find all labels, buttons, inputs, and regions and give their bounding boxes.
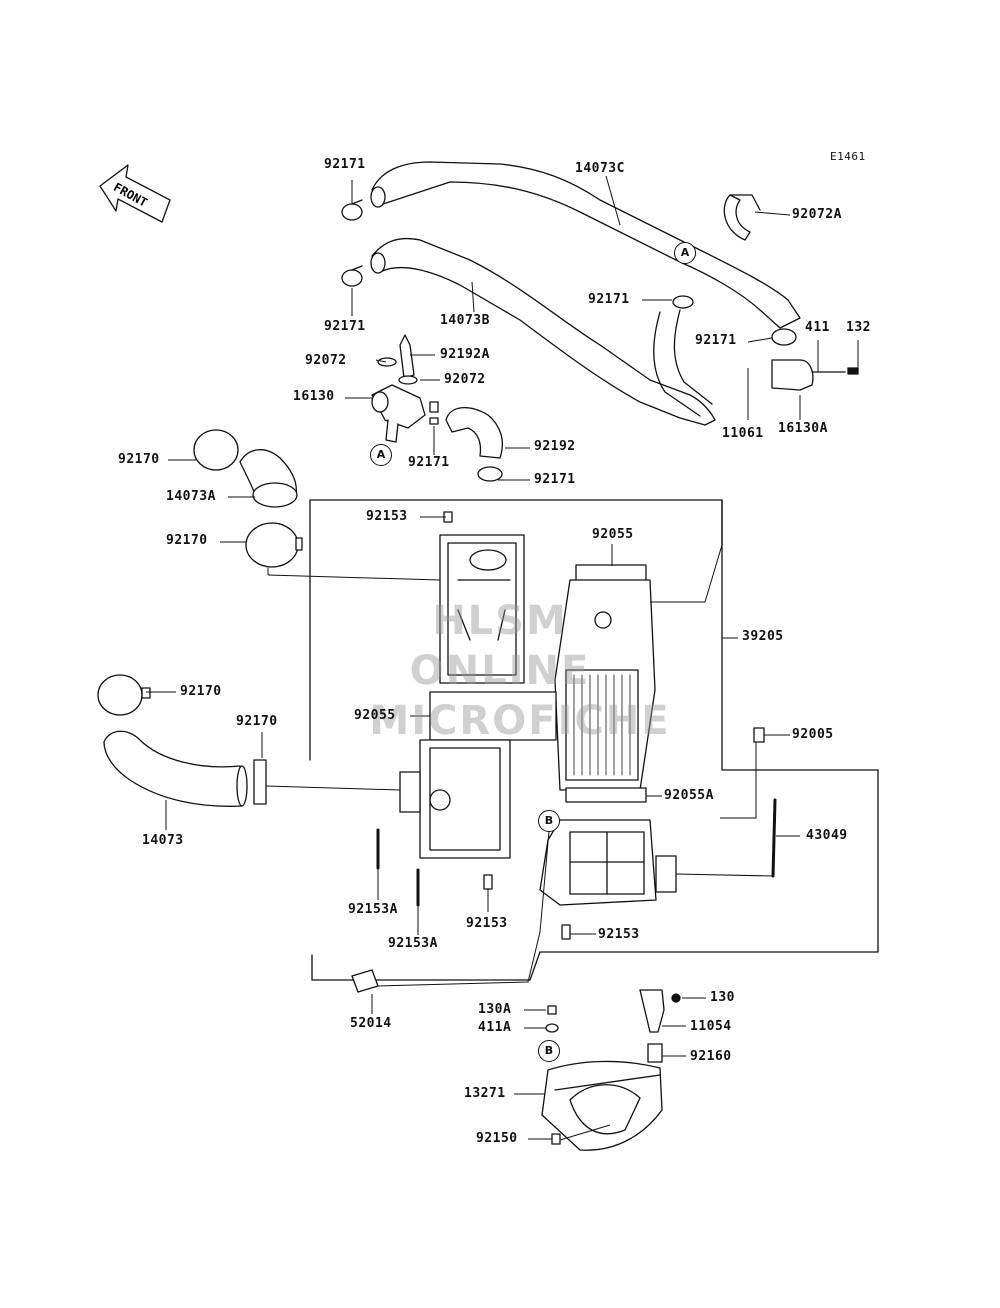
clamp-92171-right-a bbox=[672, 295, 694, 309]
part-label-11054[interactable]: 11054 bbox=[690, 1019, 732, 1034]
gasket-92055-left bbox=[429, 691, 557, 741]
valve-16130 bbox=[371, 334, 439, 443]
bolt-130 bbox=[671, 993, 681, 1003]
part-label-92153[interactable]: 92153 bbox=[366, 509, 408, 524]
part-label-92153A[interactable]: 92153A bbox=[348, 902, 398, 917]
strap-92072A bbox=[723, 194, 761, 241]
part-label-92170[interactable]: 92170 bbox=[166, 533, 208, 548]
part-label-92170[interactable]: 92170 bbox=[236, 714, 278, 729]
leader-lines bbox=[146, 175, 859, 1141]
clamp-92171-right-b bbox=[771, 328, 797, 346]
bolt-92153-right bbox=[561, 924, 571, 940]
housing-lower bbox=[539, 819, 677, 906]
part-label-92171[interactable]: 92171 bbox=[588, 292, 630, 307]
hose-14073C bbox=[370, 161, 801, 329]
part-label-92055[interactable]: 92055 bbox=[354, 708, 396, 723]
part-label-92170[interactable]: 92170 bbox=[118, 452, 160, 467]
part-label-92171[interactable]: 92171 bbox=[695, 333, 737, 348]
bolt-92150 bbox=[551, 1133, 561, 1145]
callout-a-top: A bbox=[674, 242, 696, 264]
plate-13271 bbox=[541, 1060, 663, 1151]
part-label-14073C[interactable]: 14073C bbox=[575, 161, 625, 176]
fitting-52014 bbox=[351, 969, 379, 993]
part-label-92150[interactable]: 92150 bbox=[476, 1131, 518, 1146]
hose-14073 bbox=[97, 674, 267, 807]
part-label-132[interactable]: 132 bbox=[846, 320, 871, 335]
watermark-line-3: MICROFICHE bbox=[369, 698, 671, 744]
part-label-16130[interactable]: 16130 bbox=[293, 389, 335, 404]
part-label-92153[interactable]: 92153 bbox=[466, 916, 508, 931]
bolt-130A bbox=[547, 1005, 557, 1015]
washer-411A bbox=[545, 1023, 559, 1033]
part-label-92153A[interactable]: 92153A bbox=[388, 936, 438, 951]
bracket-11054 bbox=[639, 989, 665, 1033]
rod-43049 bbox=[771, 798, 777, 878]
gasket-92055A bbox=[565, 787, 647, 803]
reference-code: E1461 bbox=[830, 150, 866, 163]
part-label-13271[interactable]: 13271 bbox=[464, 1086, 506, 1101]
part-label-92072A[interactable]: 92072A bbox=[792, 207, 842, 222]
cover-plate-upper bbox=[439, 534, 525, 684]
part-label-411[interactable]: 411 bbox=[805, 320, 830, 335]
cover-plate-lower bbox=[399, 739, 511, 859]
part-label-52014[interactable]: 52014 bbox=[350, 1016, 392, 1031]
callout-b-mid: B bbox=[538, 810, 560, 832]
fitting-92005 bbox=[753, 727, 765, 743]
clamp-92171-mid bbox=[341, 265, 363, 287]
part-label-92153[interactable]: 92153 bbox=[598, 927, 640, 942]
hose-14073B bbox=[370, 237, 716, 426]
intercooler-39205 bbox=[554, 579, 656, 791]
part-label-14073B[interactable]: 14073B bbox=[440, 313, 490, 328]
part-label-14073[interactable]: 14073 bbox=[142, 833, 184, 848]
callout-b-low: B bbox=[538, 1040, 560, 1062]
part-label-39205[interactable]: 39205 bbox=[742, 629, 784, 644]
part-label-92192A[interactable]: 92192A bbox=[440, 347, 490, 362]
part-label-92192[interactable]: 92192 bbox=[534, 439, 576, 454]
part-label-11061[interactable]: 11061 bbox=[722, 426, 764, 441]
part-label-92072[interactable]: 92072 bbox=[305, 353, 347, 368]
watermark-line-2: ONLINE bbox=[409, 648, 591, 694]
part-label-130[interactable]: 130 bbox=[710, 990, 735, 1005]
part-label-92171[interactable]: 92171 bbox=[408, 455, 450, 470]
watermark-line-1: HLSM bbox=[432, 598, 568, 644]
part-label-92171[interactable]: 92171 bbox=[324, 157, 366, 172]
callout-a-left: A bbox=[370, 444, 392, 466]
part-label-92072[interactable]: 92072 bbox=[444, 372, 486, 387]
bolt-92153-mid bbox=[483, 874, 493, 890]
part-label-411A[interactable]: 411A bbox=[478, 1020, 512, 1035]
sleeve-92160 bbox=[647, 1043, 663, 1063]
part-label-92055[interactable]: 92055 bbox=[592, 527, 634, 542]
part-label-92055A[interactable]: 92055A bbox=[664, 788, 714, 803]
part-label-92171[interactable]: 92171 bbox=[534, 472, 576, 487]
assembly-outline bbox=[309, 499, 879, 981]
part-label-14073A[interactable]: 14073A bbox=[166, 489, 216, 504]
elbow-14073A bbox=[193, 429, 303, 568]
hose-92192 bbox=[445, 407, 503, 482]
part-label-92170[interactable]: 92170 bbox=[180, 684, 222, 699]
part-label-92171[interactable]: 92171 bbox=[324, 319, 366, 334]
part-label-43049[interactable]: 43049 bbox=[806, 828, 848, 843]
part-label-130A[interactable]: 130A bbox=[478, 1002, 512, 1017]
part-label-16130A[interactable]: 16130A bbox=[778, 421, 828, 436]
front-arrow-icon bbox=[99, 164, 171, 223]
fitting-16130A bbox=[771, 359, 859, 391]
part-label-92005[interactable]: 92005 bbox=[792, 727, 834, 742]
part-label-92160[interactable]: 92160 bbox=[690, 1049, 732, 1064]
